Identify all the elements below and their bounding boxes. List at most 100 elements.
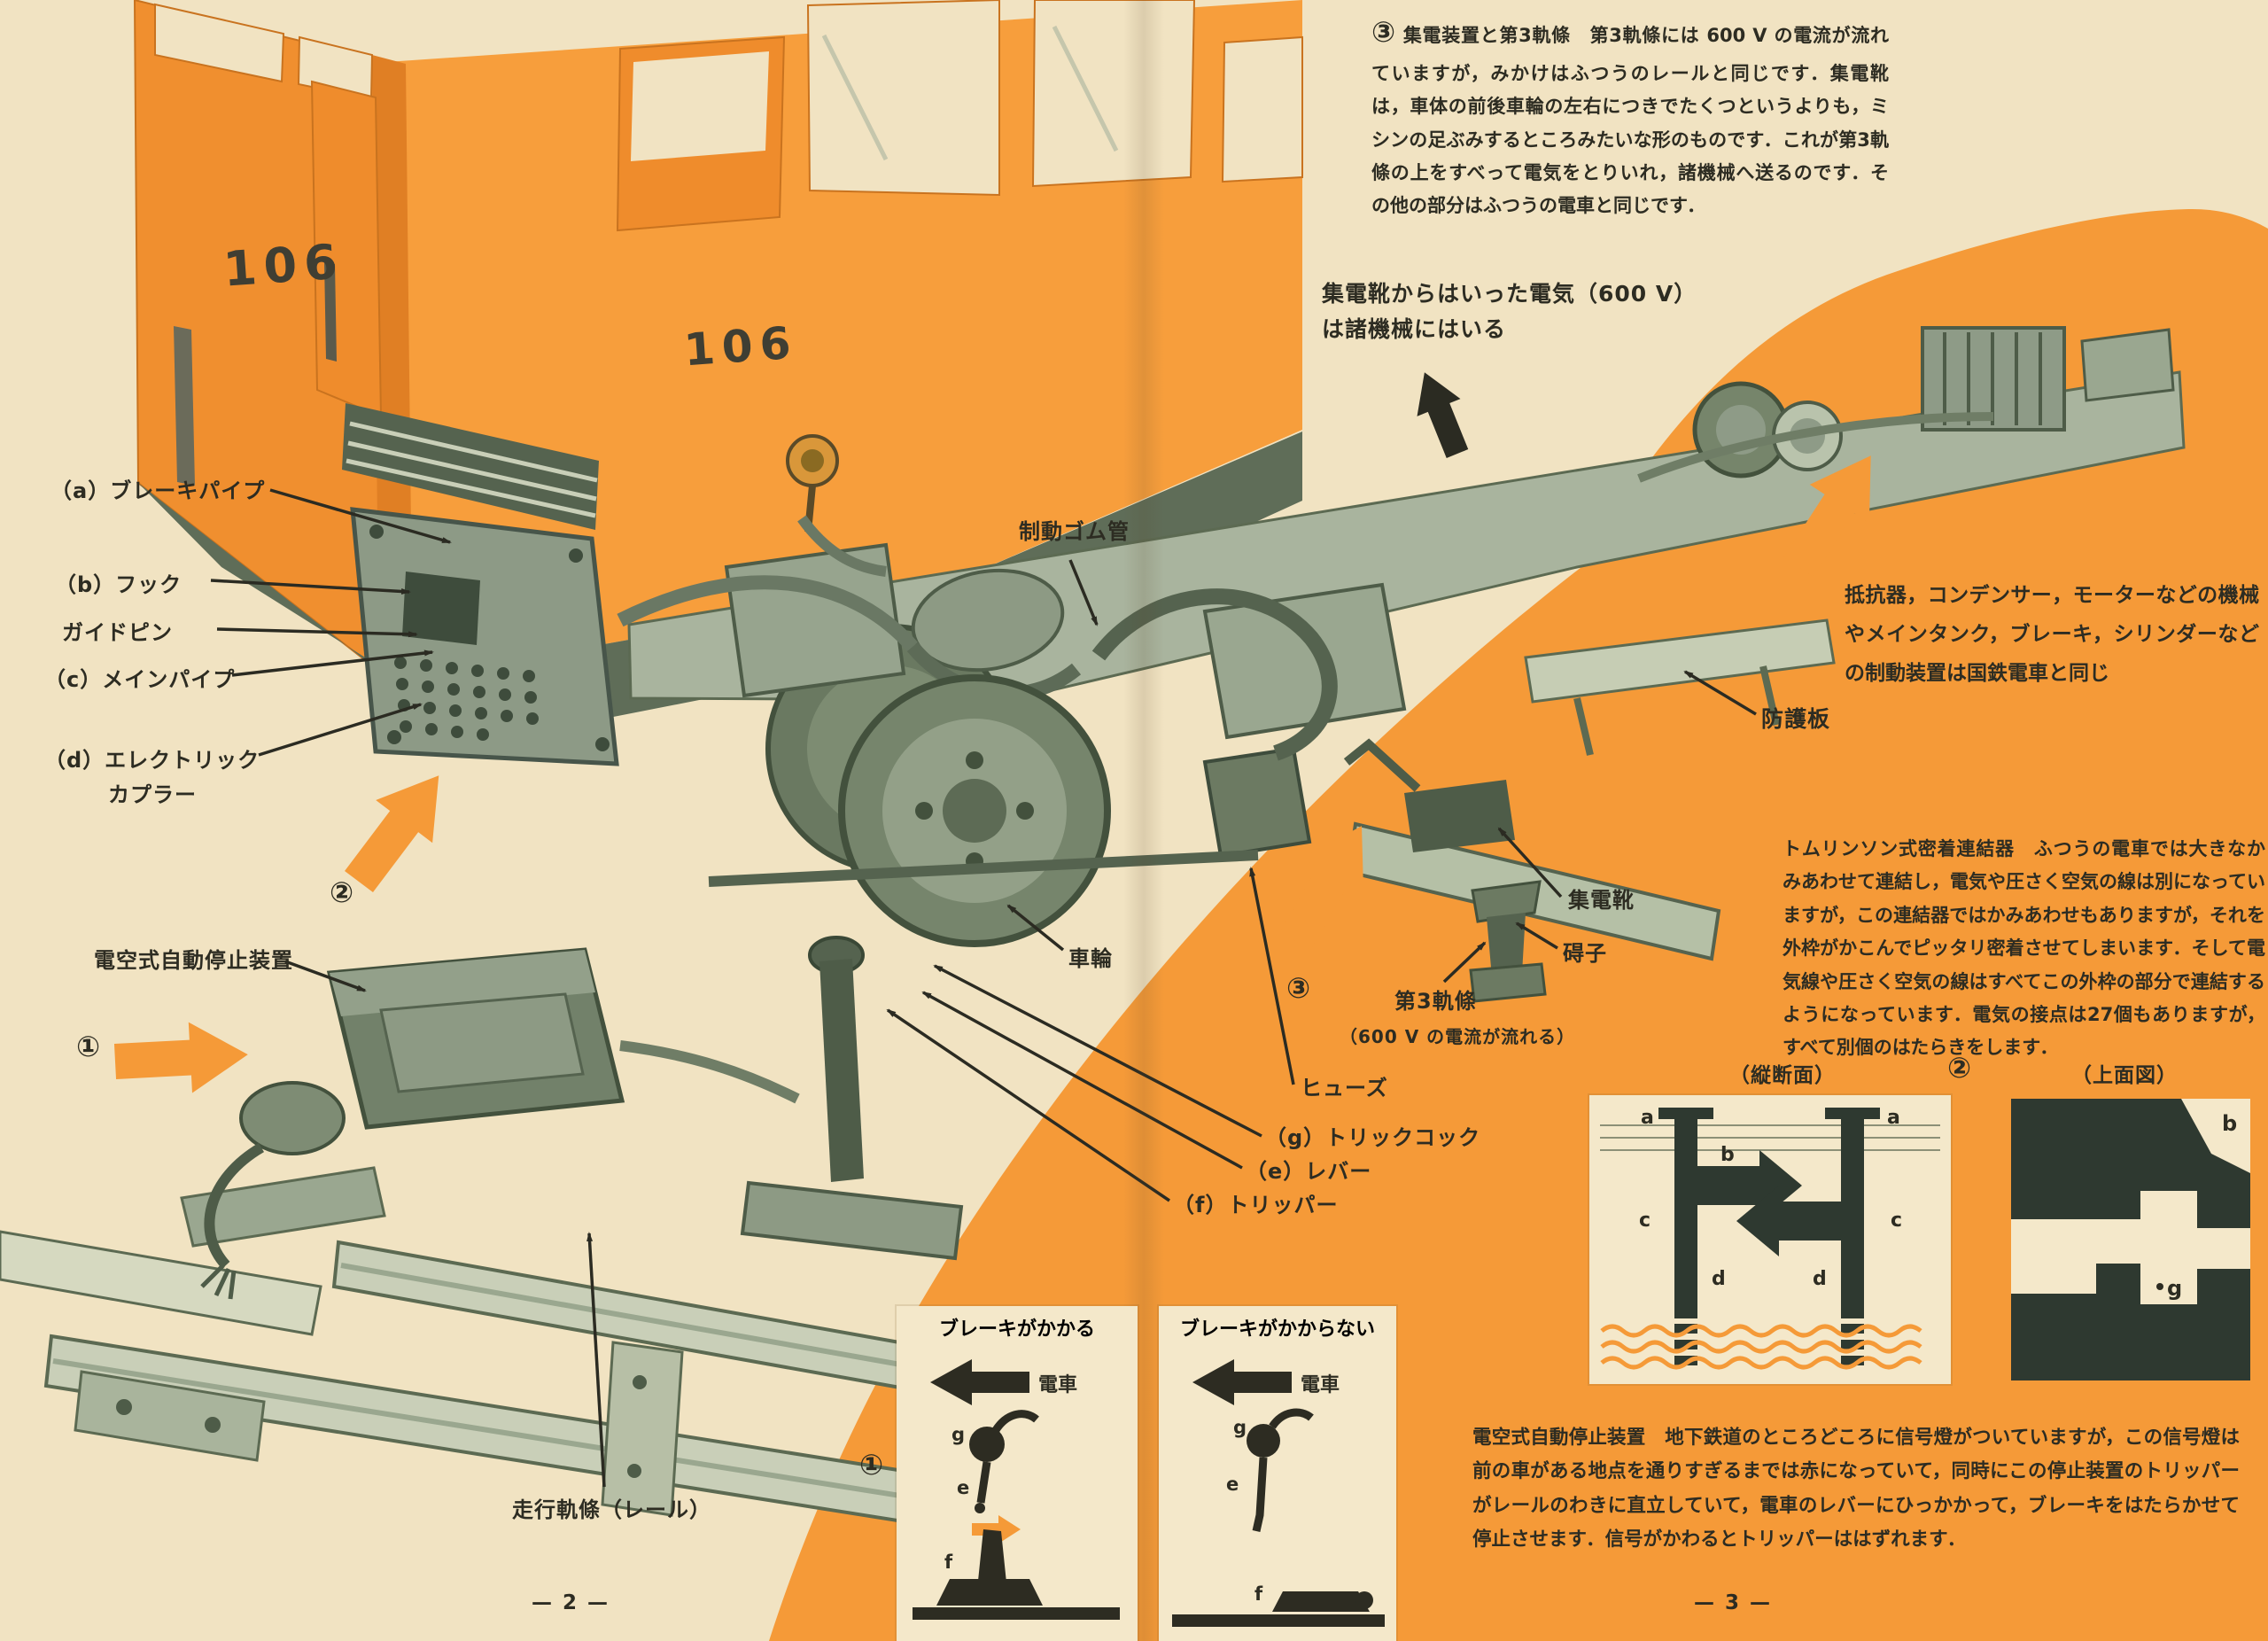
label-trick-cock: （g）トリックコック [1265, 1125, 1481, 1150]
lever-ball [1247, 1424, 1280, 1458]
train-direction-arrow [1192, 1359, 1292, 1405]
running-rails [0, 1166, 1106, 1553]
paragraph-equipment: 抵抗器，コンデンサー，モーターなどの機械やメインタンク，ブレーキ，シリンダーなど… [1845, 584, 2259, 686]
label-electric-coupler: （d）エレクトリック [44, 748, 260, 773]
arrow-stop-device [113, 1019, 250, 1097]
top-view-diagram: b g [2011, 1099, 2250, 1380]
door-handle [324, 261, 337, 362]
paragraph-tomlinson-body: ふつうの電車では大きなかみあわせて連結し，電気や圧さく空気の線は別になっています… [1783, 838, 2266, 1059]
circled-1b: ① [859, 1448, 884, 1482]
paragraph-auto-stop: 電空式自動停止装置 地下鉄道のところどころに信号燈がついていますが，この信号燈は… [1472, 1421, 2240, 1557]
brake-on-title: ブレーキがかかる [938, 1318, 1095, 1341]
cable [204, 1142, 265, 1270]
label-hook: （b）フック [55, 572, 183, 597]
brake-on-g: g [951, 1424, 965, 1445]
label-third-rail: 第3軌條 [1394, 989, 1477, 1014]
grab-handle [174, 326, 195, 486]
air-pipe [1637, 412, 1994, 483]
paragraph-auto-stop-title: 電空式自動停止装置 [1472, 1427, 1646, 1449]
circled-2b: ② [1947, 1051, 1972, 1085]
label-brake-hose: 制動ゴム管 [1019, 519, 1130, 544]
tripper-lever [740, 936, 964, 1261]
circled-1: ① [76, 1030, 101, 1063]
page-number-left: — 2 — [532, 1591, 610, 1614]
stop-device-cylinder [239, 1081, 346, 1155]
rubber-brake-hose [1091, 588, 1338, 761]
brake-off-f: f [1254, 1583, 1263, 1605]
page-number-right: — 3 — [1694, 1591, 1773, 1614]
brake-off-g: g [1233, 1417, 1247, 1438]
car-number-side: 106 [682, 316, 800, 377]
brake-hose [617, 575, 919, 652]
callout-lines [210, 488, 1757, 1488]
coupler-arm-right [1736, 1186, 1841, 1256]
cross-section-diagram: a a b c c d d [1600, 1107, 1940, 1370]
side-window [806, 0, 1000, 197]
coupler-hook-opening [402, 572, 480, 645]
label-main-pipe: （c）メインパイプ [44, 667, 236, 692]
brake-on-e: e [957, 1477, 969, 1498]
label-electric-coupler-2: カプラー [108, 782, 197, 807]
brake-off-diagram: 電車 g e f [1172, 1359, 1385, 1627]
side-door-window [631, 51, 769, 161]
tomlinson-coupler [350, 507, 619, 766]
ground-line [913, 1607, 1120, 1620]
ground-line [1172, 1614, 1385, 1627]
label-running-rail: 走行軌條（レール） [512, 1497, 711, 1522]
paragraph-auto-stop-body: 地下鉄道のところどころに信号燈がついていますが，この信号燈は前の車がある地点を通… [1472, 1427, 2240, 1551]
circled-3: ③ [1371, 15, 1396, 49]
label-cross-section: （縦断面） [1729, 1064, 1836, 1087]
lever-ball [969, 1427, 1005, 1462]
inset-top-view: b g [2008, 1095, 2254, 1384]
brake-off-train: 電車 [1301, 1374, 1340, 1396]
electric-coupler-contacts [394, 657, 539, 741]
tripper-upright [978, 1529, 1006, 1583]
train-direction-arrow [930, 1359, 1029, 1405]
brake-on-diagram: 電車 g e f [913, 1359, 1120, 1620]
cs-letter-c-left: c [1639, 1209, 1651, 1232]
top-view-cream-corner [2181, 1099, 2250, 1173]
insulator [1471, 880, 1542, 923]
side-window [1221, 35, 1303, 183]
tv-letter-g: g [2167, 1276, 2182, 1301]
label-brake-pipe: （a）ブレーキパイプ [50, 478, 266, 503]
label-top-view: （上面図） [2071, 1064, 2178, 1087]
trip-motion-arrow [972, 1515, 1021, 1544]
label-wheel: 車輪 [1068, 946, 1113, 971]
label-guide-pin: ガイドピン [62, 620, 173, 645]
brake-rigging [708, 850, 1259, 887]
coupler-plate [350, 507, 619, 766]
underfloor-machinery [200, 326, 2186, 1300]
arrow-electric-in [1402, 363, 1480, 463]
brake-cylinder [911, 568, 1065, 673]
paragraph-tomlinson-title: トムリンソン式密着連結器 [1783, 838, 2015, 859]
label-insulator: 碍子 [1563, 941, 1607, 966]
third-rail-group [1343, 738, 1721, 1003]
fuse-box [1202, 746, 1312, 859]
air-wave-lines [1600, 1324, 1922, 1370]
paragraph-third-rail: ③ 集電装置と第3軌條 第3軌條には 600 V の電流が流れていますが，みかけ… [1371, 7, 1889, 223]
tripper-flat [1272, 1591, 1370, 1612]
tripper-arm [819, 959, 864, 1182]
label-fuse: ヒューズ [1301, 1076, 1388, 1100]
cs-letter-a-right: a [1887, 1107, 1900, 1129]
inset-brake-on: ブレーキがかかる 電車 g e f [897, 1306, 1138, 1641]
cs-letter-b: b [1720, 1144, 1735, 1166]
circled-3b: ③ [1286, 971, 1311, 1005]
front-window [154, 3, 285, 83]
side-window [1031, 0, 1196, 188]
inset-brake-off: ブレーキがかからない 電車 g e f [1159, 1306, 1396, 1641]
auto-stop-device [200, 947, 800, 1300]
label-guard-board: 防護板 [1761, 706, 1831, 732]
label-lever: （e）レバー [1246, 1159, 1372, 1184]
label-electric-in: 集電靴からはいった電気（600 V） は諸機械にはいる [1322, 281, 1697, 342]
paragraph-third-rail-title: 集電装置と第3軌條 [1402, 25, 1571, 46]
paragraph-tomlinson: トムリンソン式密着連結器 ふつうの電車では大きなかみあわせて連結し，電気や圧さく… [1783, 833, 2265, 1065]
circled-2: ② [330, 875, 354, 909]
tripper-base [740, 1180, 964, 1261]
tv-letter-b: b [2222, 1111, 2237, 1136]
paragraph-third-rail-body: 第3軌條には 600 V の電流が流れていますが，みかけはふつうのレールと同じで… [1371, 25, 1890, 217]
label-collector-shoe: 集電靴 [1568, 888, 1635, 913]
brake-on-train: 電車 [1038, 1374, 1077, 1396]
